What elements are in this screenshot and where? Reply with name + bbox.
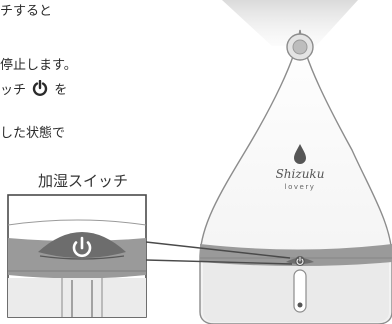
brand-name: Shizuku (276, 167, 325, 181)
instruction-line-1: チすると (0, 4, 52, 20)
instruction-text-3a: ッチ (0, 83, 27, 98)
mist-plume (222, 0, 358, 46)
instruction-line-2: 停止します。 (0, 58, 77, 74)
callout-line-bottom (145, 259, 293, 265)
zoom-inset (7, 194, 147, 318)
instruction-text-1: チすると (0, 4, 53, 19)
water-level-window (293, 269, 307, 313)
instruction-text-2: 停止します。 (0, 58, 77, 73)
power-icon (72, 236, 92, 258)
instruction-text-3b: を (54, 83, 68, 98)
instruction-line-3: ッチ を (0, 79, 68, 101)
water-level-indicator (297, 302, 303, 308)
mist-nozzle-inner (292, 39, 308, 55)
tank-band (200, 244, 392, 266)
brand-sub: lovery (285, 183, 316, 191)
humidify-switch-label: 加湿スイッチ (38, 172, 129, 190)
power-icon (32, 79, 48, 101)
callout-line-top (145, 241, 291, 259)
water-drop-icon (294, 144, 306, 164)
body-power-switch[interactable] (286, 256, 314, 266)
instruction-text-4: した状態で (0, 126, 66, 141)
instruction-line-4: した状態で (0, 126, 65, 142)
